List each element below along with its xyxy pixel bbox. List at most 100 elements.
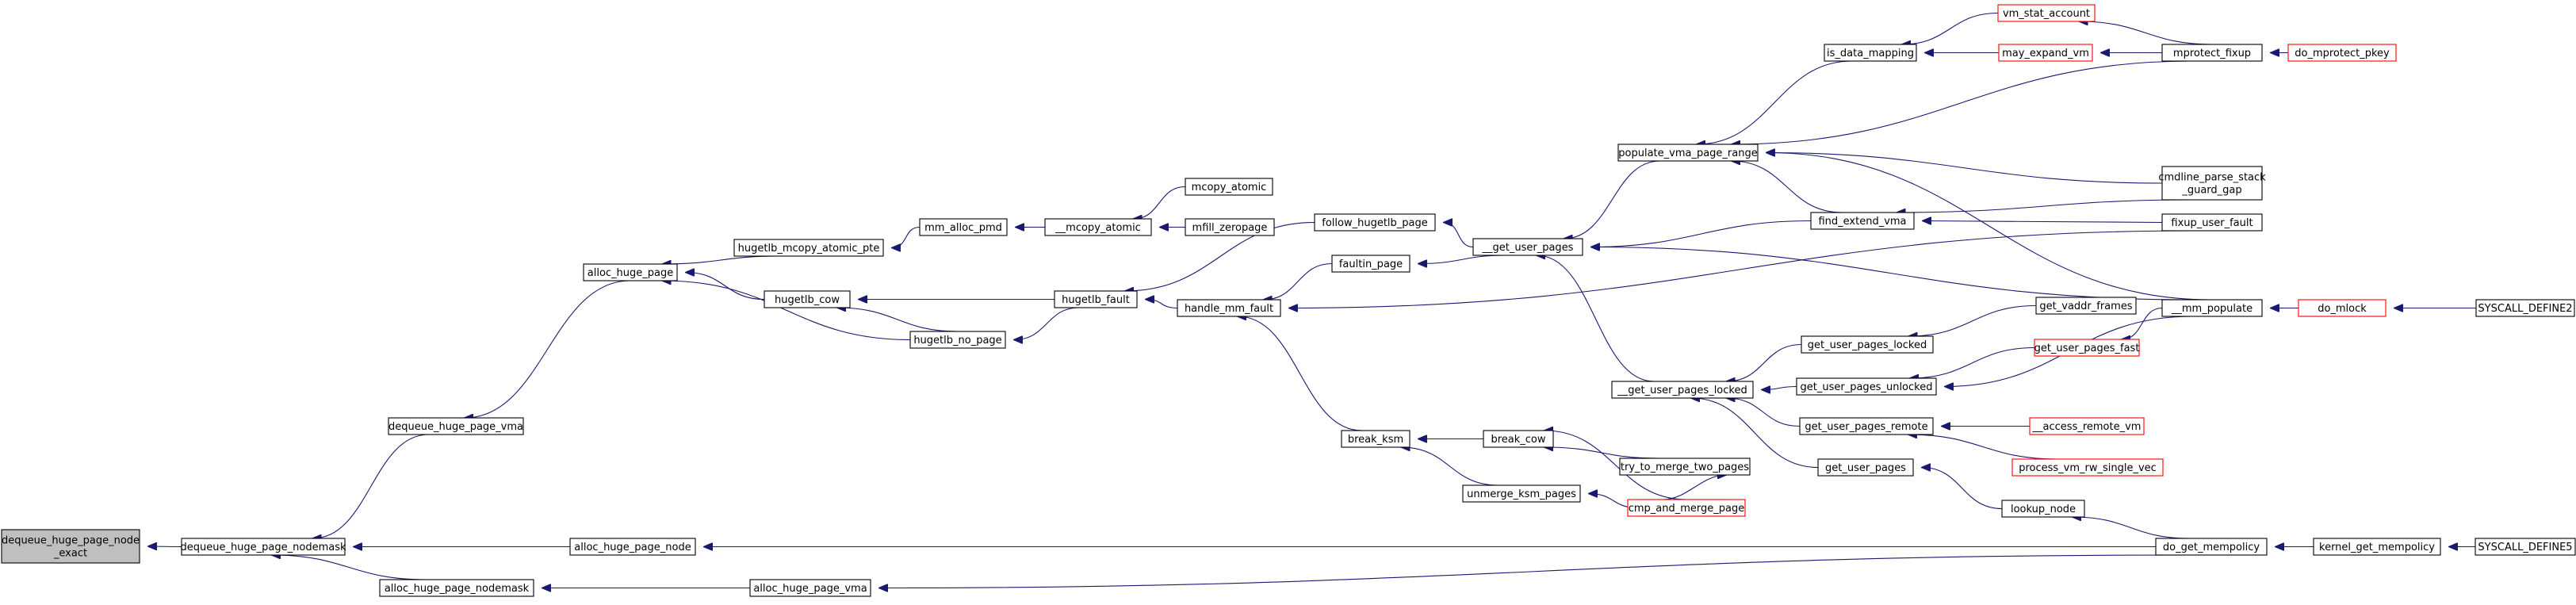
node-label-n20-0: break_cow bbox=[1491, 434, 1545, 446]
node-box-n15 bbox=[1314, 213, 1436, 232]
edge-n24-calls-n22 bbox=[1663, 475, 1726, 500]
node-n29[interactable]: may_expand_vm bbox=[1998, 44, 2093, 62]
node-label-n34-0: get_user_pages bbox=[1825, 462, 1906, 474]
node-label-n37-0: __access_remote_vm bbox=[2032, 421, 2142, 433]
node-n28[interactable]: vm_stat_account bbox=[1997, 4, 2096, 22]
node-n7[interactable]: hugetlb_mcopy_atomic_pte bbox=[733, 239, 884, 257]
node-n27[interactable]: __get_user_pages_locked bbox=[1611, 381, 1754, 399]
node-label-n2-0: dequeue_huge_page_vma bbox=[389, 421, 523, 433]
node-n42[interactable]: fixup_user_fault bbox=[2161, 213, 2263, 232]
node-n38[interactable]: process_vm_rw_single_vec bbox=[2011, 458, 2164, 477]
node-n45[interactable]: do_mprotect_pkey bbox=[2287, 44, 2397, 62]
edge-n44-calls-n39 bbox=[2073, 517, 2190, 539]
node-n26[interactable]: is_data_mapping bbox=[1824, 44, 1917, 62]
node-n46[interactable]: do_mlock bbox=[2298, 299, 2387, 317]
node-box-n18 bbox=[1472, 238, 1583, 256]
node-box-n47 bbox=[2313, 538, 2441, 556]
edge-n27-calls-n18 bbox=[1537, 255, 1655, 382]
node-n1[interactable]: dequeue_huge_page_nodemask bbox=[180, 538, 346, 556]
node-label-n0-1: _exact bbox=[53, 548, 87, 560]
node-n3[interactable]: alloc_huge_page_node bbox=[569, 538, 696, 556]
node-n14[interactable]: hugetlb_fault bbox=[1054, 290, 1138, 308]
node-label-n29-0: may_expand_vm bbox=[2002, 48, 2089, 59]
node-n19[interactable]: break_ksm bbox=[1341, 430, 1410, 448]
edge-n19-calls-n16 bbox=[1238, 316, 1362, 431]
node-box-n31 bbox=[1801, 335, 1934, 354]
node-label-n41-1: _guard_gap bbox=[2181, 185, 2241, 197]
node-n37[interactable]: __access_remote_vm bbox=[2029, 417, 2145, 435]
node-label-n5-0: alloc_huge_page bbox=[588, 267, 674, 279]
node-box-n41 bbox=[2161, 166, 2263, 201]
node-label-n10-0: mm_alloc_pmd bbox=[924, 222, 1002, 234]
node-n15[interactable]: follow_hugetlb_page bbox=[1314, 213, 1436, 232]
node-n33[interactable]: get_user_pages_remote bbox=[1799, 417, 1934, 435]
node-box-n37 bbox=[2029, 417, 2145, 435]
node-n12[interactable]: mcopy_atomic bbox=[1185, 178, 1273, 196]
node-n25[interactable]: populate_vma_page_range bbox=[1617, 144, 1759, 162]
node-n39[interactable]: lookup_node bbox=[2001, 500, 2085, 518]
node-box-n3 bbox=[569, 538, 696, 556]
edge-n2-calls-n1 bbox=[313, 434, 430, 538]
node-n22[interactable]: try_to_merge_two_pages bbox=[1619, 458, 1751, 476]
node-n20[interactable]: break_cow bbox=[1483, 430, 1554, 448]
node-n18[interactable]: __get_user_pages bbox=[1472, 238, 1583, 256]
node-n13[interactable]: mfill_zeropage bbox=[1185, 218, 1275, 236]
node-n0[interactable]: dequeue_huge_page_node_exact bbox=[1, 529, 140, 564]
edge-n5-calls-n2 bbox=[465, 280, 631, 418]
node-box-n10 bbox=[919, 218, 1008, 236]
node-box-n20 bbox=[1483, 430, 1554, 448]
node-n11[interactable]: __mcopy_atomic bbox=[1044, 218, 1152, 236]
node-box-n24 bbox=[1627, 499, 1746, 517]
node-box-n7 bbox=[733, 239, 884, 257]
node-box-n0 bbox=[1, 529, 140, 564]
edge-n15-calls-n14 bbox=[1125, 221, 1315, 292]
node-box-n14 bbox=[1054, 290, 1138, 308]
node-n48[interactable]: SYSCALL_DEFINE2 bbox=[2475, 299, 2575, 317]
node-n5[interactable]: alloc_huge_page bbox=[583, 263, 678, 281]
node-n35[interactable]: get_vaddr_frames bbox=[2035, 297, 2137, 315]
node-n44[interactable]: do_get_mempolicy bbox=[2155, 538, 2268, 556]
node-box-n22 bbox=[1619, 458, 1751, 476]
edge-n36-calls-n32 bbox=[1910, 347, 2035, 379]
node-n10[interactable]: mm_alloc_pmd bbox=[919, 218, 1008, 236]
node-label-n14-0: hugetlb_fault bbox=[1062, 294, 1130, 306]
node-n24[interactable]: cmp_and_merge_page bbox=[1627, 499, 1746, 517]
edge-n40-calls-n25 bbox=[1732, 60, 2192, 144]
edge-n33-calls-n27 bbox=[1727, 398, 1801, 427]
node-n30[interactable]: find_extend_vma bbox=[1810, 212, 1915, 230]
node-n32[interactable]: get_user_pages_unlocked bbox=[1796, 377, 1937, 396]
node-n8[interactable]: hugetlb_cow bbox=[764, 290, 851, 308]
node-n41[interactable]: cmdline_parse_stack_guard_gap bbox=[2158, 166, 2266, 201]
node-box-n26 bbox=[1824, 44, 1917, 62]
node-n47[interactable]: kernel_get_mempolicy bbox=[2313, 538, 2441, 556]
edge-n4-calls-n1 bbox=[272, 555, 427, 580]
node-n21[interactable]: unmerge_ksm_pages bbox=[1462, 484, 1581, 503]
node-n9[interactable]: hugetlb_no_page bbox=[909, 331, 1006, 349]
node-label-n49-0: SYSCALL_DEFINE5 bbox=[2478, 542, 2572, 553]
node-n40[interactable]: mprotect_fixup bbox=[2161, 44, 2263, 62]
node-label-n43-0: __mm_populate bbox=[2171, 303, 2253, 315]
node-n4[interactable]: alloc_huge_page_nodemask bbox=[379, 579, 534, 597]
node-n36[interactable]: get_user_pages_fast bbox=[2034, 339, 2140, 357]
node-box-n12 bbox=[1185, 178, 1273, 196]
node-box-n32 bbox=[1796, 377, 1937, 396]
node-n2[interactable]: dequeue_huge_page_vma bbox=[388, 417, 524, 435]
node-n17[interactable]: faultin_page bbox=[1331, 255, 1410, 273]
node-box-n19 bbox=[1341, 430, 1410, 448]
node-box-n30 bbox=[1810, 212, 1915, 230]
edge-n39-calls-n34 bbox=[1922, 468, 2003, 510]
node-box-n45 bbox=[2287, 44, 2397, 62]
node-label-n15-0: follow_hugetlb_page bbox=[1322, 217, 1428, 229]
node-n43[interactable]: __mm_populate bbox=[2161, 299, 2263, 317]
node-n49[interactable]: SYSCALL_DEFINE5 bbox=[2475, 538, 2576, 556]
node-label-n1-0: dequeue_huge_page_nodemask bbox=[180, 542, 346, 553]
node-n31[interactable]: get_user_pages_locked bbox=[1801, 335, 1934, 354]
node-label-n30-0: find_extend_vma bbox=[1818, 216, 1906, 228]
node-label-n24-0: cmp_and_merge_page bbox=[1629, 503, 1745, 515]
edge-n43-calls-n25 bbox=[1766, 153, 2213, 301]
node-n34[interactable]: get_user_pages bbox=[1817, 458, 1914, 477]
node-n6[interactable]: alloc_huge_page_vma bbox=[749, 579, 871, 597]
edge-n43-calls-n18 bbox=[1591, 247, 2192, 301]
node-n16[interactable]: handle_mm_fault bbox=[1177, 299, 1281, 317]
